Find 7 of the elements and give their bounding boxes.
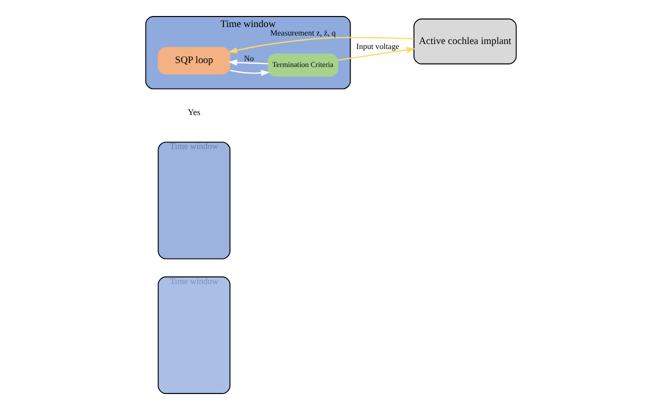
arrow	[229, 69, 270, 76]
arrow	[228, 36, 414, 53]
node-box: SQP loop	[157, 46, 230, 74]
node-box: Active cochlea implant	[412, 18, 516, 64]
arrow	[228, 58, 268, 66]
node-box: Time window	[157, 141, 230, 259]
label: Yes	[187, 106, 200, 116]
